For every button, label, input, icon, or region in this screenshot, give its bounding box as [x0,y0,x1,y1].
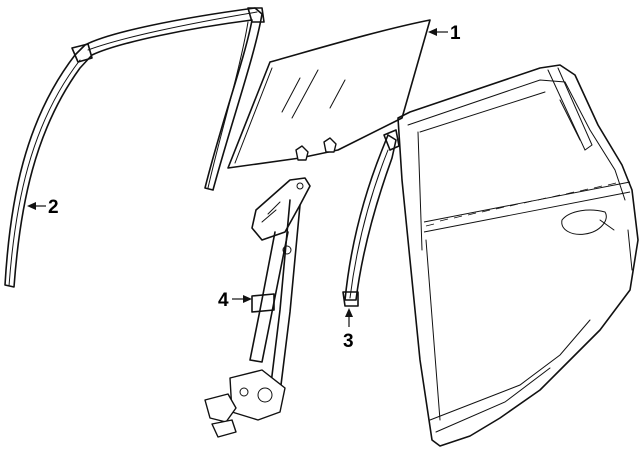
door-glass-part [227,19,431,169]
callout-1-label: 1 [450,23,461,44]
window-regulator-part [204,177,311,438]
callout-1: 1 [428,23,461,44]
callout-3-label: 3 [343,331,354,352]
callout-4: 4 [218,290,252,311]
callout-2-label: 2 [48,197,59,218]
rear-run-channel-part [342,129,400,307]
rear-door-shell [397,64,639,447]
front-run-channel-part [4,7,265,288]
callout-3: 3 [343,308,354,352]
callout-2: 2 [27,197,59,218]
callout-4-label: 4 [218,290,229,311]
